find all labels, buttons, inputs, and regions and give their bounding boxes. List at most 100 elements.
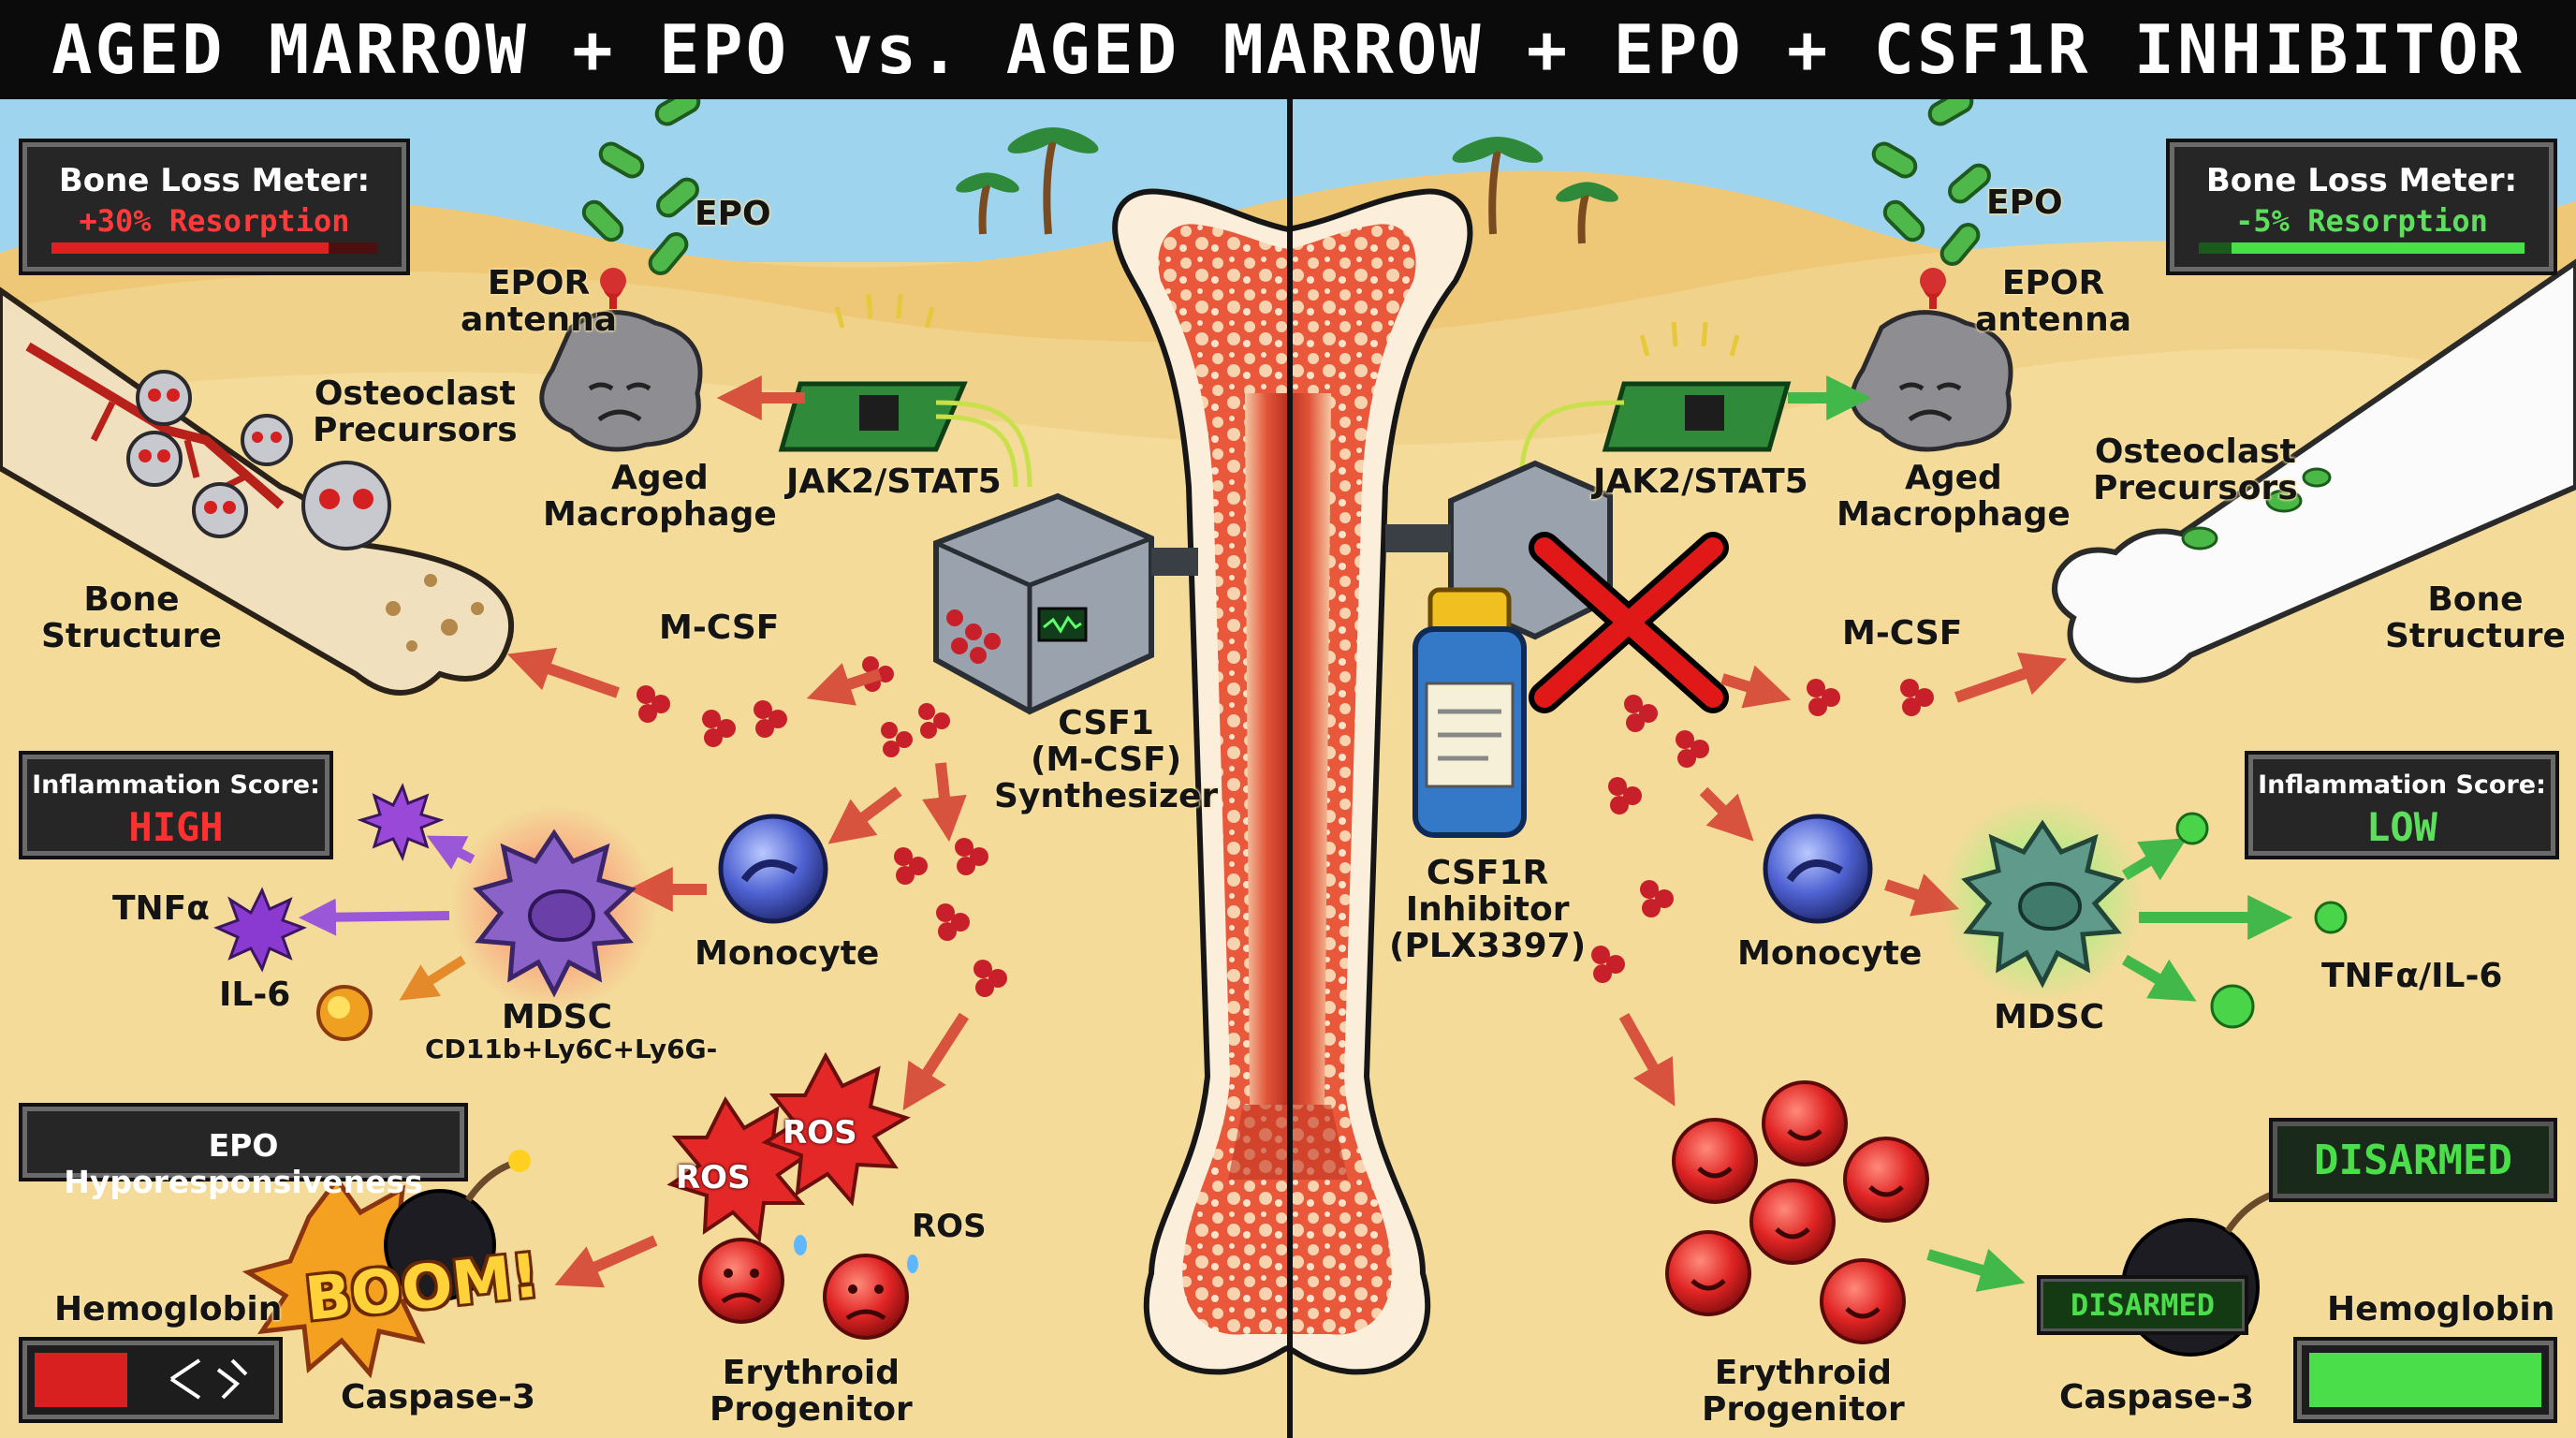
epor-label-right-line1: EPOR	[2001, 264, 2105, 302]
bone-structure-left-line1: Bone	[83, 580, 180, 619]
hemoglobin-left-fill	[35, 1353, 128, 1407]
csf1-synthesizer-label: CSF1 (M-CSF) Synthesizer	[994, 704, 1219, 815]
aged-macrophage-right-line1: Aged	[1905, 459, 2002, 497]
mcsf-label-left: M-CSF	[659, 609, 780, 647]
aged-macrophage-icon	[539, 310, 703, 452]
exploding-bomb-icon	[242, 1150, 531, 1379]
mdsc-markers-label: CD11b+Ly6C+Ly6G-	[425, 1034, 718, 1064]
hemoglobin-meter-right	[2297, 1341, 2554, 1419]
bone-loss-meter-left-fill	[51, 242, 329, 254]
inflammation-score-right-title: Inflammation Score:	[2258, 770, 2546, 800]
ros-burst-icon	[666, 1051, 911, 1243]
aged-macrophage-right-line2: Macrophage	[1837, 494, 2071, 534]
bone-loss-meter-right-track	[2199, 242, 2525, 254]
bone-loss-meter-left-title: Bone Loss Meter:	[58, 162, 371, 199]
jak-stat-chip-right-icon	[1518, 321, 1792, 488]
erythroid-progenitor-label-left: Erythroid Progenitor	[710, 1354, 913, 1429]
tnfa-il6-right-icon	[2175, 812, 2348, 1029]
epo-hyporesponsiveness-label: EPO Hyporesponsiveness	[64, 1127, 423, 1200]
aged-macrophage-label-right: Aged Macrophage	[1837, 459, 2071, 534]
cracked-meter-icon	[169, 1358, 248, 1400]
jak-stat-chip-icon	[778, 293, 1032, 488]
blocked-x-icon	[1529, 532, 1729, 713]
inhibitor-label-line2: Inhibitor	[1405, 889, 1570, 929]
hemoglobin-label-left: Hemoglobin	[54, 1290, 283, 1328]
disarmed-callout: DISARMED	[2273, 1122, 2554, 1198]
osteoclast-precursors-icon	[126, 370, 391, 550]
inflammation-score-left-title: Inflammation Score:	[32, 770, 320, 800]
monocyte-right-icon	[1763, 814, 1873, 924]
aged-macrophage-label-left: Aged Macrophage	[543, 460, 777, 534]
mdsc-label-left: MDSC	[502, 998, 613, 1036]
csf1r-inhibitor-label: CSF1R Inhibitor (PLX3397)	[1389, 854, 1587, 965]
bone-loss-meter-right-title: Bone Loss Meter:	[2205, 162, 2518, 199]
epor-antenna-icon	[600, 268, 626, 309]
disarmed-bomb-label: DISARMED	[2041, 1279, 2245, 1331]
inflammation-score-left-value: HIGH	[128, 804, 224, 850]
inhibitor-label-line1: CSF1R	[1426, 854, 1549, 892]
epor-antenna-right-icon	[1920, 268, 1946, 309]
mdsc-right-icon	[1939, 796, 2145, 1002]
epo-pills-right-icon	[1871, 89, 1991, 266]
bone-structure-left-line2: Structure	[41, 616, 222, 655]
right-flow-arrows-red	[1618, 652, 2068, 1107]
epor-label-right-line2: antenna	[1975, 300, 2132, 339]
erythroid-progenitor-right-icon	[1665, 1080, 1929, 1344]
bone-structure-label-right: Bone Structure	[2385, 580, 2566, 655]
bone-loss-meter-left-track	[51, 242, 377, 254]
epor-label-left-line1: EPOR	[487, 264, 591, 302]
mdsc-label-right: MDSC	[1994, 998, 2105, 1036]
epor-label-left-line2: antenna	[461, 300, 618, 339]
hemoglobin-label-right: Hemoglobin	[2327, 1290, 2555, 1328]
jak-stat-label-left: JAK2/STAT5	[786, 462, 1002, 501]
inhibitor-label-line3: (PLX3397)	[1389, 926, 1587, 965]
erythroid-progenitor-left-icon	[698, 1235, 918, 1340]
monocyte-left-icon	[718, 814, 828, 924]
monocyte-label-left: Monocyte	[695, 934, 880, 973]
caspase-label-left: Caspase-3	[341, 1378, 536, 1416]
csf1r-inhibitor-bottle-icon	[1412, 587, 1527, 838]
il6-left-icon	[316, 985, 373, 1041]
mdsc-left-icon	[451, 805, 657, 1011]
aged-macrophage-right-icon	[1850, 310, 2013, 452]
hemoglobin-right-fill	[2309, 1353, 2541, 1407]
erythroid-progenitor-label-right: Erythroid Progenitor	[1702, 1354, 1905, 1429]
erythroid-right-line2: Progenitor	[1702, 1389, 1905, 1429]
hemoglobin-meter-left	[22, 1341, 279, 1419]
caspase-label-right: Caspase-3	[2059, 1378, 2255, 1416]
epor-antenna-label-left: EPOR antenna	[461, 264, 618, 339]
erythroid-left-line2: Progenitor	[710, 1389, 913, 1429]
inflammation-score-right: Inflammation Score: LOW	[2248, 755, 2555, 856]
left-flow-arrows	[506, 375, 970, 1288]
monocyte-label-right: Monocyte	[1737, 934, 1923, 973]
epo-label-right: EPO	[1986, 183, 2063, 222]
mcsf-particles-right-icon	[1591, 679, 1934, 983]
csf1-label-line1: CSF1	[1058, 704, 1154, 742]
bone-loss-meter-left-value: +30% Resorption	[79, 203, 350, 239]
csf1-label-line2: (M-CSF)	[1030, 740, 1182, 779]
epo-label-left: EPO	[695, 195, 771, 233]
mcsf-label-right: M-CSF	[1842, 614, 1963, 653]
bone-loss-meter-right: Bone Loss Meter: -5% Resorption	[2170, 142, 2554, 271]
erythroid-right-line1: Erythroid	[1714, 1354, 1892, 1392]
il6-label-left: IL-6	[219, 976, 291, 1014]
jak-stat-label-right: JAK2/STAT5	[1593, 462, 1808, 501]
bone-structure-right-line1: Bone	[2427, 580, 2524, 619]
inflammation-score-left: Inflammation Score: HIGH	[22, 755, 329, 856]
osteoclast-precursors-label-right: Osteoclast Precursors	[2093, 433, 2298, 507]
palm-leaves-icon	[956, 127, 1618, 202]
erythroid-left-line1: Erythroid	[722, 1354, 900, 1392]
epo-hyporesponsiveness-box: EPO Hyporesponsiveness	[22, 1107, 464, 1200]
csf1-label-line3: Synthesizer	[994, 776, 1219, 815]
osteoclast-label-left-line1: Osteoclast	[314, 374, 516, 413]
osteoclast-label-right-line2: Precursors	[2093, 468, 2298, 507]
inflammation-score-right-value: LOW	[2366, 804, 2437, 850]
tnfa-il6-label-right: TNFα/IL-6	[2321, 957, 2503, 995]
osteoclast-precursors-label-left: Osteoclast Precursors	[313, 374, 518, 449]
tnfa-left-icon	[213, 783, 445, 973]
bone-loss-meter-left: Bone Loss Meter: +30% Resorption	[22, 142, 406, 271]
bone-loss-meter-right-fill	[2199, 242, 2232, 254]
diagram-title: AGED MARROW + EPO vs. AGED MARROW + EPO …	[0, 0, 2576, 99]
csf1-synthesizer-icon	[933, 492, 1198, 715]
ros-label-1: ROS	[676, 1159, 751, 1196]
